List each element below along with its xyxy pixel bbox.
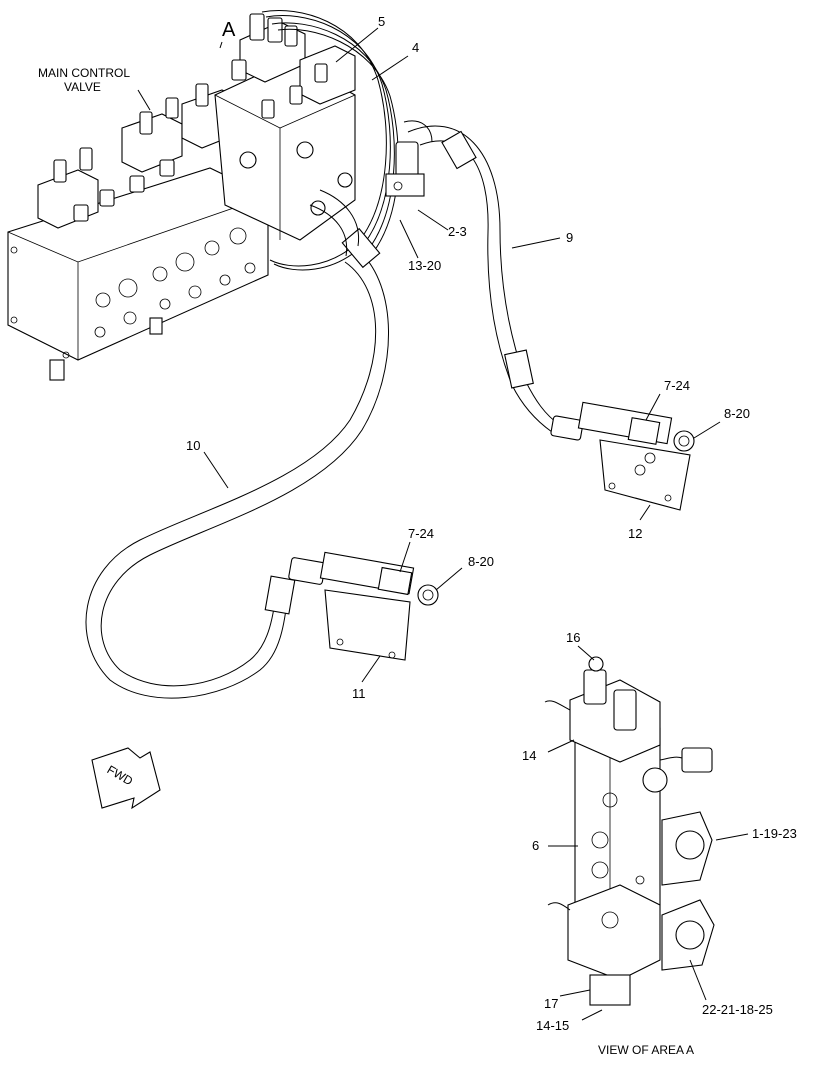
callout-14-top: 14 <box>522 748 536 763</box>
plate-11-assembly <box>288 551 439 661</box>
leader-lines <box>137 27 749 1021</box>
callout-13-20: 13-20 <box>408 258 441 273</box>
callout-11: 11 <box>352 686 366 701</box>
upper-valve-stack <box>214 13 356 241</box>
main-valve-label-line1: MAIN CONTROL <box>38 66 130 80</box>
pilot-tubes <box>261 10 399 271</box>
callout-8-20-left: 8-20 <box>468 554 494 569</box>
callout-7-24-right: 7-24 <box>664 378 690 393</box>
hose-9 <box>385 120 561 433</box>
callout-4: 4 <box>412 40 419 55</box>
callout-14-15: 14-15 <box>536 1018 569 1033</box>
callout-2-3: 2-3 <box>448 224 467 239</box>
view-marker-a: A <box>222 19 236 41</box>
fwd-arrow: FWD <box>91 747 161 810</box>
callout-22-21-18-25: 22-21-18-25 <box>702 1002 773 1017</box>
callout-16: 16 <box>566 630 580 645</box>
callout-6: 6 <box>532 838 539 853</box>
view-caption: VIEW OF AREA A <box>598 1043 694 1057</box>
area-a-valve <box>544 656 715 1006</box>
main-valve-label-line2: VALVE <box>64 80 101 94</box>
callout-17: 17 <box>544 996 558 1011</box>
callout-10: 10 <box>186 438 200 453</box>
callout-8-20-right: 8-20 <box>724 406 750 421</box>
callout-12: 12 <box>628 526 642 541</box>
callout-1-19-23: 1-19-23 <box>752 826 797 841</box>
callout-5: 5 <box>378 14 385 29</box>
plate-12-assembly <box>550 401 695 511</box>
hose-10 <box>85 189 389 699</box>
callout-9: 9 <box>566 230 573 245</box>
callout-7-24-left: 7-24 <box>408 526 434 541</box>
